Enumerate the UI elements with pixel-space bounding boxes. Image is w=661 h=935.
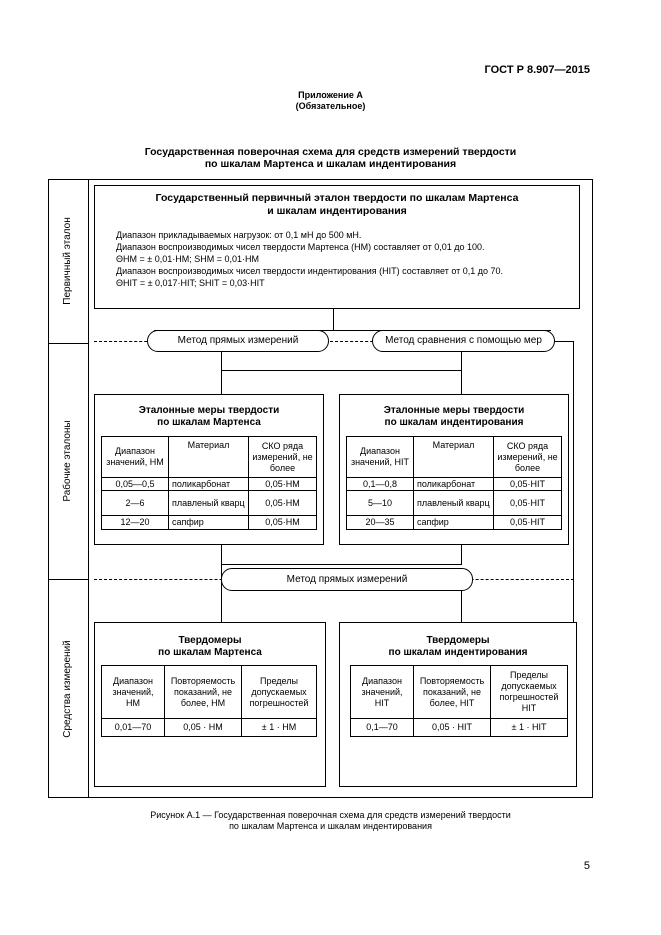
indent-meters-title1: Твердомеры bbox=[426, 635, 490, 646]
side-column-divider bbox=[88, 179, 89, 798]
table-cell: сапфир bbox=[413, 515, 494, 530]
table-cell: 0,05·HM bbox=[248, 477, 317, 491]
martens-meters-title1: Твердомеры bbox=[178, 635, 242, 646]
primary-standard-load-range: Диапазон прикладываемых нагрузок: от 0,1… bbox=[116, 230, 362, 240]
table-header: Диапазон значений, HIT bbox=[346, 436, 414, 478]
side-label-primary: Первичный эталон bbox=[62, 217, 73, 305]
table-cell: поликарбонат bbox=[413, 477, 494, 491]
connector-to-indent-meters bbox=[461, 590, 462, 622]
indent-measures-table: Диапазон значений, HIT Материал СКО ряда… bbox=[346, 436, 562, 530]
martens-measures-title2: по шкалам Мартенса bbox=[157, 417, 261, 428]
indent-measures-title2: по шкалам индентирования bbox=[384, 417, 524, 428]
indent-meters-table: Диапазон значений, HIT Повторяемость пок… bbox=[350, 665, 568, 737]
table-cell: 0,05 · HIT bbox=[413, 718, 491, 737]
martens-measures-table: Диапазон значений, HM Материал СКО ряда … bbox=[101, 436, 317, 530]
primary-standard-hm-accuracy: ΘHM = ± 0,01·HM; SHM = 0,01·HM bbox=[116, 254, 259, 264]
table-cell: плавленый кварц bbox=[413, 490, 494, 516]
table-header: Повторяемость показаний, не более, HIT bbox=[413, 665, 491, 719]
connector-primary-down bbox=[333, 309, 334, 331]
connector-split-horizontal bbox=[221, 370, 462, 371]
connector-comparison-right bbox=[553, 341, 573, 342]
table-header: Материал bbox=[413, 436, 494, 478]
table-cell: 0,05·HIT bbox=[493, 515, 562, 530]
table-header: СКО ряда измерений, не более bbox=[493, 436, 562, 478]
method-comparison-with-measures: Метод сравнения с помощью мер bbox=[372, 330, 555, 352]
document-code: ГОСТ Р 8.907—2015 bbox=[484, 64, 590, 76]
table-header: Пределы допускаемых погрешностей bbox=[241, 665, 317, 719]
connector-right-down bbox=[461, 351, 462, 394]
table-cell: 2—6 bbox=[101, 490, 169, 516]
side-divider-2 bbox=[48, 579, 89, 580]
appendix-title: Приложение А bbox=[298, 90, 363, 100]
connector-left-to-measures bbox=[221, 370, 222, 394]
table-header: Диапазон значений, HIT bbox=[350, 665, 414, 719]
martens-measures-title1: Эталонные меры твердости bbox=[138, 405, 280, 416]
connector-martens-down bbox=[221, 545, 222, 565]
table-cell: ± 1 · HM bbox=[241, 718, 317, 737]
table-cell: 0,1—70 bbox=[350, 718, 414, 737]
method-direct-measurement-top: Метод прямых измерений bbox=[147, 330, 329, 352]
page-number: 5 bbox=[583, 860, 590, 872]
table-cell: 0,01—70 bbox=[101, 718, 165, 737]
scheme-title-line2: по шкалам Мартенса и шкалам индентирован… bbox=[204, 158, 457, 170]
table-cell: 20—35 bbox=[346, 515, 414, 530]
table-cell: 0,1—0,8 bbox=[346, 477, 414, 491]
connector-horizontal-top bbox=[154, 330, 551, 331]
table-cell: 0,05—0,5 bbox=[101, 477, 169, 491]
connector-to-martens-meters bbox=[221, 565, 222, 622]
table-cell: поликарбонат bbox=[168, 477, 249, 491]
table-cell: ± 1 · HIT bbox=[490, 718, 568, 737]
table-header: Пределы допускаемых погрешностей HIT bbox=[490, 665, 568, 719]
figure-caption-line1: Рисунок А.1 — Государственная поверочная… bbox=[150, 810, 511, 820]
table-cell: сапфир bbox=[168, 515, 249, 530]
side-label-instruments: Средства измерений bbox=[62, 640, 73, 738]
appendix-subtitle: (Обязательное) bbox=[295, 101, 366, 111]
table-header: СКО ряда измерений, не более bbox=[248, 436, 317, 478]
table-cell: 5—10 bbox=[346, 490, 414, 516]
table-cell: 0,05·HIT bbox=[493, 490, 562, 516]
indent-measures-title1: Эталонные меры твердости bbox=[383, 405, 525, 416]
scheme-title-line1: Государственная поверочная схема для сре… bbox=[144, 146, 517, 158]
primary-standard-title1: Государственный первичный эталон твердос… bbox=[155, 192, 519, 204]
side-label-working: Рабочие эталоны bbox=[62, 420, 73, 502]
figure-caption-line2: по шкалам Мартенса и шкалам индентирован… bbox=[229, 821, 432, 831]
table-header: Диапазон значений, HM bbox=[101, 665, 165, 719]
connector-merge-horizontal bbox=[221, 564, 462, 565]
table-cell: 0,05·HM bbox=[248, 515, 317, 530]
primary-standard-box: Государственный первичный эталон твердос… bbox=[94, 185, 580, 309]
table-header: Материал bbox=[168, 436, 249, 478]
primary-standard-hm-range: Диапазон воспроизводимых чисел твердости… bbox=[116, 242, 485, 252]
table-cell: 0,05 · HM bbox=[164, 718, 242, 737]
table-header: Диапазон значений, HM bbox=[101, 436, 169, 478]
primary-standard-title2: и шкалам индентирования bbox=[267, 205, 407, 217]
table-cell: 0,05·HM bbox=[248, 490, 317, 516]
method-direct-measurement-bottom: Метод прямых измерений bbox=[221, 568, 473, 591]
connector-comparison-down bbox=[573, 341, 574, 762]
martens-meters-title2: по шкалам Мартенса bbox=[158, 647, 262, 658]
primary-standard-hit-range: Диапазон воспроизводимых чисел твердости… bbox=[116, 266, 504, 276]
table-cell: плавленый кварц bbox=[168, 490, 249, 516]
martens-meters-table: Диапазон значений, HM Повторяемость пока… bbox=[101, 665, 317, 737]
primary-standard-hit-accuracy: ΘHIT = ± 0,017·HIT; SHIT = 0,03·HIT bbox=[116, 278, 265, 288]
table-cell: 12—20 bbox=[101, 515, 169, 530]
indent-meters-title2: по шкалам индентирования bbox=[388, 647, 528, 658]
dashed-separator-1 bbox=[94, 341, 574, 342]
table-cell: 0,05·HIT bbox=[493, 477, 562, 491]
connector-indent-down bbox=[461, 545, 462, 565]
side-divider-1 bbox=[48, 343, 89, 344]
table-header: Повторяемость показаний, не более, HM bbox=[164, 665, 242, 719]
connector-left-down bbox=[221, 351, 222, 371]
